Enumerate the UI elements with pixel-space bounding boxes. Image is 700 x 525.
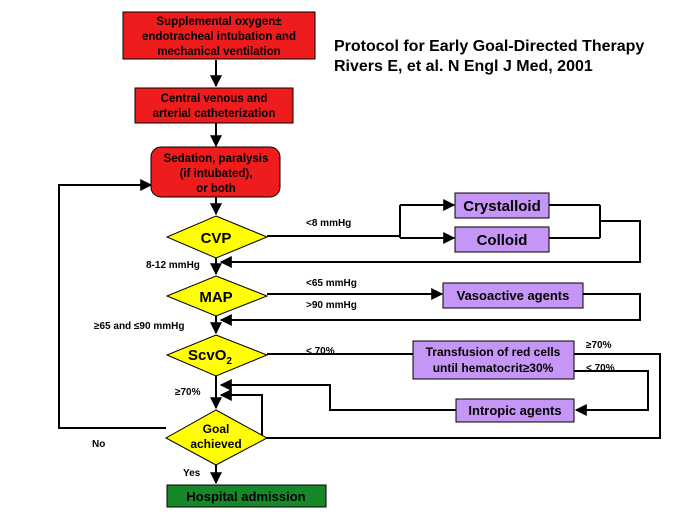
citation: Rivers E, et al. N Engl J Med, 2001 bbox=[334, 58, 593, 75]
arrow-vasoactive-return bbox=[219, 293, 641, 326]
label-cvp-ok: 8-12 mmHg bbox=[146, 260, 200, 271]
label-no: No bbox=[92, 439, 105, 450]
colloid-box: Colloid bbox=[454, 226, 550, 253]
protocol-title: Protocol for Early Goal-Directed Therapy bbox=[334, 38, 644, 55]
goal-decision: Goal achieved bbox=[164, 409, 269, 466]
catheterization-box: Central venous and arterial catheterizat… bbox=[134, 87, 294, 124]
vasoactive-box: Vasoactive agents bbox=[442, 282, 584, 309]
label-map-ok: ≥65 and ≤90 mmHg bbox=[94, 321, 184, 332]
label-map-high: >90 mmHg bbox=[306, 300, 357, 311]
crystalloid-label: Crystalloid bbox=[463, 198, 541, 215]
cvp-label: CVP bbox=[201, 230, 232, 247]
scvo2-subscript: 2 bbox=[226, 356, 232, 367]
oxygen-box: Supplemental oxygen± endotracheal intuba… bbox=[122, 11, 316, 60]
oxygen-line3: mechanical ventilation bbox=[157, 46, 280, 58]
label-cvp-low: <8 mmHg bbox=[306, 218, 351, 229]
hospital-box: Hospital admission bbox=[166, 484, 327, 508]
goal-line1: Goal bbox=[203, 422, 230, 436]
crystalloid-box: Crystalloid bbox=[454, 192, 550, 219]
inotropic-label: Intropic agents bbox=[468, 403, 561, 418]
vasoactive-label: Vasoactive agents bbox=[457, 288, 570, 303]
label-yes: Yes bbox=[183, 468, 201, 479]
transfusion-line1: Transfusion of red cells bbox=[426, 345, 561, 359]
scvo2-main: ScvO bbox=[188, 347, 227, 364]
label-scvo2-low: < 70% bbox=[306, 346, 335, 357]
label-transfusion-ok: ≥70% bbox=[586, 340, 612, 351]
arrow-transfusion-low-to-inotropic bbox=[574, 370, 649, 416]
scvo2-decision: ScvO2 bbox=[165, 334, 269, 377]
goal-line2: achieved bbox=[190, 437, 241, 451]
label-scvo2-ok: ≥70% bbox=[175, 387, 201, 398]
catheter-line1: Central venous and bbox=[161, 93, 268, 105]
arrow-inotropic-return bbox=[219, 379, 456, 411]
cvp-decision: CVP bbox=[165, 215, 269, 259]
connectors bbox=[58, 60, 661, 485]
arrow-goal-no-loop bbox=[58, 179, 166, 429]
transfusion-line2: until hematocrit≥30% bbox=[433, 361, 554, 375]
map-label: MAP bbox=[199, 289, 232, 306]
colloid-label: Colloid bbox=[477, 232, 528, 249]
sedation-line2: (if intubated), bbox=[180, 168, 253, 180]
inotropic-box: Intropic agents bbox=[455, 398, 575, 423]
scvo2-label: ScvO2 bbox=[188, 347, 232, 367]
sedation-line1: Sedation, paralysis bbox=[164, 153, 269, 165]
arrow-transfusion-ok-return bbox=[219, 353, 661, 439]
sedation-line3: or both bbox=[196, 183, 236, 195]
oxygen-line2: endotracheal intubation and bbox=[142, 31, 296, 43]
arrow-fluid-return bbox=[219, 220, 641, 268]
label-map-low: <65 mmHg bbox=[306, 278, 357, 289]
label-transfusion-low: < 70% bbox=[586, 363, 615, 374]
catheter-line2: arterial catheterization bbox=[153, 108, 276, 120]
sedation-box: Sedation, paralysis (if intubated), or b… bbox=[150, 146, 281, 198]
map-decision: MAP bbox=[165, 275, 269, 317]
hospital-label: Hospital admission bbox=[186, 489, 305, 504]
oxygen-line1: Supplemental oxygen± bbox=[156, 16, 282, 28]
transfusion-box: Transfusion of red cells until hematocri… bbox=[412, 340, 575, 380]
